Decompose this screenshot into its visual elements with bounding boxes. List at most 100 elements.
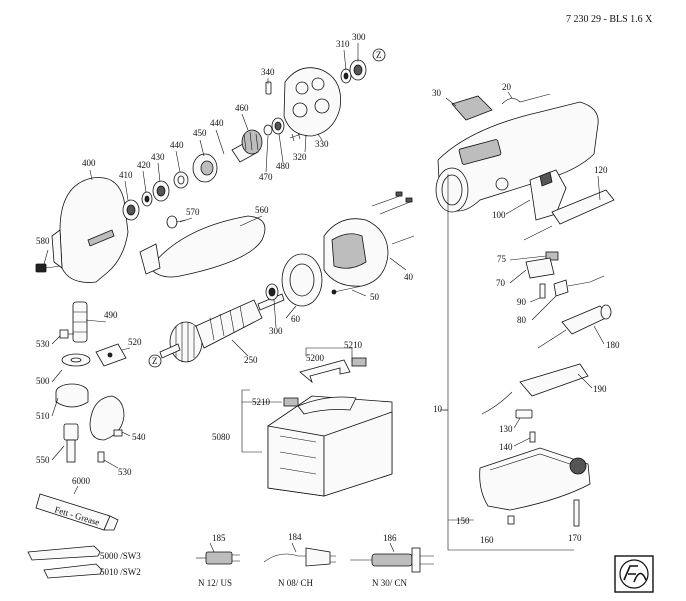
clip-5210-b [283,397,299,407]
ring-420 [141,191,153,207]
label-10: 10 [433,404,443,414]
label-410: 410 [119,170,133,180]
leader-lines [43,43,605,553]
label-580: 580 [36,236,50,246]
label-5010: 5010 /SW2 [100,567,141,577]
gear-head-cover [51,177,129,283]
label-30: 30 [432,88,442,98]
label-70: 70 [496,278,506,288]
spring-20 [501,93,551,105]
plug-n30-cn [350,547,434,573]
screw-530-bottom [97,451,105,463]
armature-250 [159,293,285,363]
hex-key-5000 [27,545,101,561]
label-310: 310 [336,39,350,49]
label-550: 550 [36,455,50,465]
label-186: 186 [383,533,397,543]
label-160: 160 [480,535,494,545]
clamp-520 [95,343,127,367]
label-460: 460 [235,103,249,113]
plug-n08-ch [263,547,336,567]
cable-guard-190 [481,363,589,415]
clip-5210-a [351,357,367,367]
label-5000: 5000 /SW3 [100,551,141,561]
z-label-armature: Z [152,356,158,366]
label-75: 75 [497,254,507,264]
label-n12-us: N 12/ US [198,578,232,588]
label-60: 60 [291,314,301,324]
clip-130 [515,409,533,419]
eccentric-450 [192,153,218,183]
label-100: 100 [492,210,506,220]
base-510 [55,383,89,408]
label-190: 190 [593,384,607,394]
screw-570 [166,215,187,229]
screw-550 [63,423,79,463]
label-520: 520 [128,337,142,347]
label-500: 500 [36,376,50,386]
label-340: 340 [261,67,275,77]
label-420: 420 [137,160,151,170]
bearing-470 [263,124,273,136]
hex-key-5010 [43,563,103,579]
label-560: 560 [255,205,269,215]
handle-120 [523,189,615,241]
label-40: 40 [404,272,414,282]
label-5210-top: 5210 [344,340,363,350]
plug-n12-us [196,551,240,565]
label-450: 450 [193,128,207,138]
carrying-case-5080 [267,395,393,497]
washer-440 [173,171,189,189]
switch-100 [529,169,567,221]
label-440-left: 440 [170,140,184,150]
screw-140 [529,431,536,443]
case-top-bracket [305,347,353,362]
label-140: 140 [499,442,513,452]
bearing-480 [271,117,285,135]
label-440-right: 440 [210,118,224,128]
screw-170 [573,499,580,527]
label-300-armature: 300 [269,326,283,336]
label-320: 320 [293,152,307,162]
label-120: 120 [594,165,608,175]
cable-180 [537,304,612,349]
cover-150 [479,447,591,511]
z-marker-armature: Z [148,354,162,368]
screw-160 [507,515,515,525]
label-170: 170 [568,533,582,543]
label-540: 540 [132,432,146,442]
fan-baffle-60 [281,253,323,307]
label-184: 184 [288,532,302,542]
label-185: 185 [212,533,226,543]
washer-500 [61,353,91,367]
grease-tube-6000: Fett - Grease [35,493,119,531]
label-530-top: 530 [36,339,50,349]
z-label-top: Z [376,50,382,60]
bearing-plate-330 [283,67,341,137]
blade-holder-490 [72,301,88,343]
label-n08-ch: N 08/ CH [278,578,314,588]
label-80: 80 [517,315,527,325]
suppressor-80 [553,275,605,297]
label-5210-mid: 5210 [252,397,271,407]
bearing-310 [340,68,352,84]
housing-10 [435,101,599,213]
connector-70 [525,257,555,279]
fein-logo [614,555,654,593]
label-430: 430 [151,152,165,162]
stator-40 [323,191,415,287]
pin-340 [265,81,272,95]
bearing-430 [152,180,170,202]
switch-cover-30 [451,95,493,121]
bearing-300-top [349,59,367,81]
label-250: 250 [244,355,258,365]
label-510: 510 [36,411,50,421]
label-330: 330 [315,139,329,149]
label-5200: 5200 [306,353,325,363]
insert-5200 [299,359,351,384]
part-labels: 10 20 30 40 50 60 70 75 80 90 100 120 13… [36,32,620,588]
document-code: 7 230 29 - BLS 1.6 X [566,14,653,25]
label-50: 50 [370,292,380,302]
label-180: 180 [606,340,620,350]
